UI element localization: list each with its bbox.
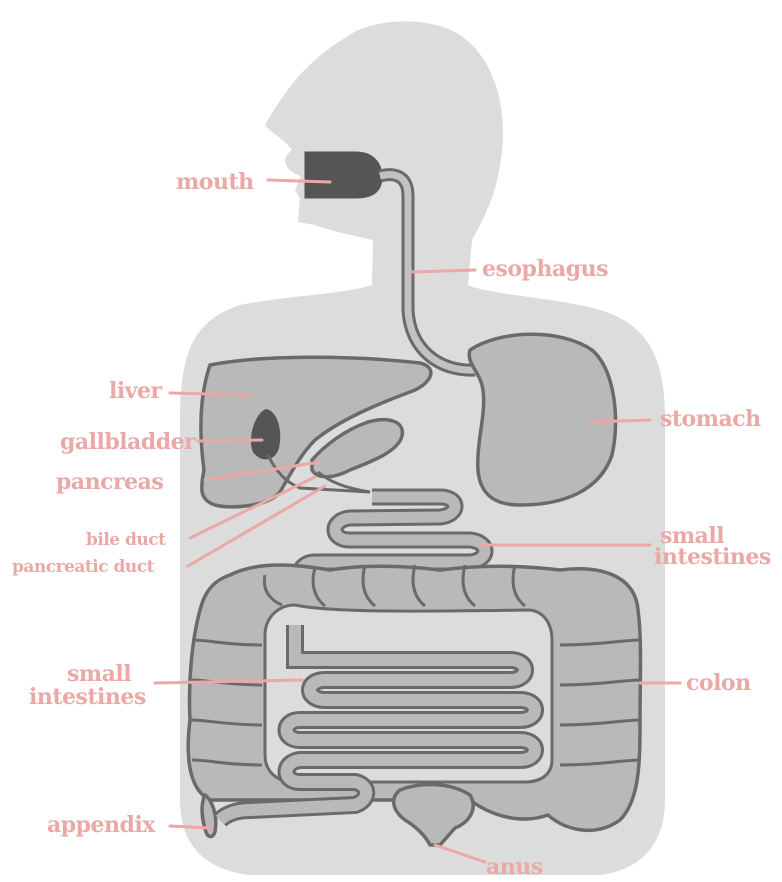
label-liver: liver: [109, 378, 162, 404]
label-pancreatic-duct: pancreatic duct: [12, 557, 155, 577]
label-appendix: appendix: [47, 812, 156, 838]
label-colon: colon: [686, 670, 751, 696]
label-small-intestines-left-2: intestines: [29, 684, 146, 710]
stomach-shape: [469, 334, 615, 505]
label-small-intestines-right-2: intestines: [654, 544, 771, 570]
label-gallbladder: gallbladder: [60, 429, 196, 455]
mouth-shape: [305, 152, 382, 198]
label-bile-duct: bile duct: [86, 530, 166, 550]
label-stomach: stomach: [660, 406, 761, 432]
label-esophagus: esophagus: [482, 256, 608, 282]
label-pancreas: pancreas: [56, 469, 163, 495]
label-anus: anus: [486, 854, 543, 880]
label-mouth: mouth: [176, 169, 254, 195]
